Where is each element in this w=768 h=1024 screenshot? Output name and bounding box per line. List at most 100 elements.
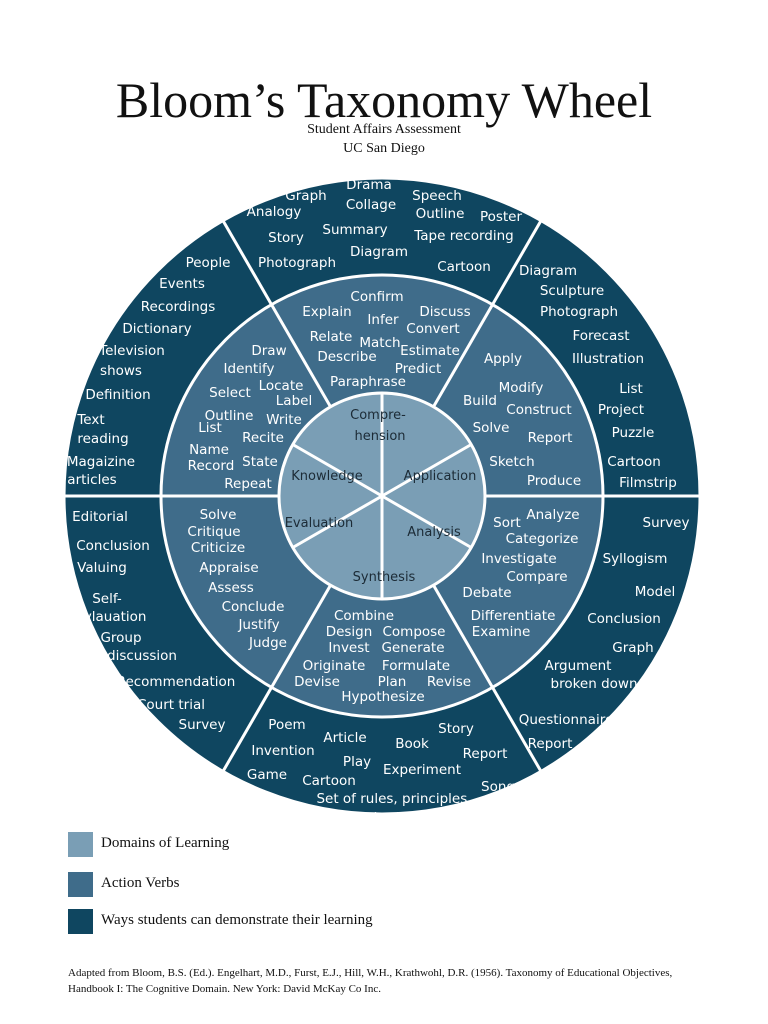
demonstration-analysis: Conclusion [587, 611, 661, 627]
legend-label-domains: Domains of Learning [101, 835, 230, 851]
middle-divider-3 [270, 584, 332, 689]
action-verb-comprehension: Confirm [350, 289, 403, 305]
action-verb-analysis: Categorize [506, 531, 579, 547]
action-verb-analysis: Compare [506, 569, 567, 585]
demonstration-knowledge: People [186, 255, 231, 271]
action-verb-knowledge: Record [188, 458, 235, 474]
action-verb-knowledge: Identify [224, 361, 275, 377]
action-verb-synthesis: Formulate [382, 658, 450, 674]
demonstration-analysis: Survey [643, 515, 690, 531]
demonstration-knowledge: reading [77, 431, 128, 447]
legend-swatch-action-verbs [68, 872, 93, 897]
action-verb-synthesis: Combine [334, 608, 394, 624]
action-verb-knowledge: Repeat [224, 476, 272, 492]
subtitle-institution: UC San Diego [343, 141, 425, 156]
demonstration-application: Photograph [540, 304, 618, 320]
demonstration-analysis: Questionnaire [519, 712, 614, 728]
demonstration-comprehension: Collage [346, 197, 396, 213]
demonstration-synthesis: Article [323, 730, 366, 746]
action-verb-knowledge: Draw [251, 343, 286, 359]
demonstration-evaluation: Self- [92, 591, 122, 607]
domain-label-comprehension: Compre- [350, 408, 406, 423]
action-verb-application: Apply [484, 351, 522, 367]
demonstration-application: Forecast [572, 328, 629, 344]
demonstration-synthesis: Report [463, 746, 508, 762]
domain-label-synthesis: Synthesis [353, 570, 416, 585]
action-verb-evaluation: Criticize [191, 540, 245, 556]
action-verb-comprehension: Explain [302, 304, 351, 320]
page-title: Bloom’s Taxonomy Wheel [115, 72, 653, 128]
domain-label-application: Application [404, 469, 477, 484]
action-verb-comprehension: Relate [310, 329, 353, 345]
demonstration-evaluation: Survey [179, 717, 226, 733]
action-verb-application: Sketch [489, 454, 534, 470]
middle-divider-2 [432, 584, 494, 689]
action-verb-synthesis: Invest [328, 640, 369, 656]
demonstration-comprehension: Tape recording [413, 228, 513, 244]
demonstration-evaluation: Valuing [77, 560, 127, 576]
action-verb-application: Construct [506, 402, 571, 418]
demonstration-application: Diagram [519, 263, 577, 279]
demonstration-comprehension: Poster [480, 209, 523, 225]
action-verb-knowledge: Label [276, 393, 312, 409]
action-verb-comprehension: Paraphrase [330, 374, 406, 390]
action-verb-analysis: Sort [493, 515, 521, 531]
demonstration-evaluation: evlauation [75, 609, 146, 625]
demonstration-analysis: broken down [551, 676, 638, 692]
action-verb-knowledge: Recite [242, 430, 284, 446]
action-verb-application: Modify [499, 380, 544, 396]
demonstration-comprehension: Photograph [258, 255, 336, 271]
action-verb-application: Solve [473, 420, 510, 436]
demonstration-analysis: Report [528, 736, 573, 752]
outer-divider-5 [491, 219, 543, 306]
action-verb-synthesis: Compose [382, 624, 445, 640]
legend-label-demonstrations: Ways students can demonstrate their lear… [101, 912, 373, 928]
demonstration-knowledge: Dictionary [122, 321, 191, 337]
demonstration-analysis: Model [635, 584, 676, 600]
action-verb-synthesis: Hypothesize [341, 689, 424, 705]
demonstration-synthesis: Song [481, 779, 515, 795]
demonstration-evaluation: discussion [107, 648, 177, 664]
domain-label-knowledge: Knowledge [291, 469, 362, 484]
action-verb-analysis: Examine [472, 624, 531, 640]
demonstration-analysis: Graph [612, 640, 653, 656]
demonstration-evaluation: Conclusion [76, 538, 150, 554]
demonstration-synthesis: Story [438, 721, 474, 737]
demonstration-synthesis: Set of rules, principles, [316, 791, 471, 807]
demonstration-application: Project [598, 402, 644, 418]
action-verb-evaluation: Solve [200, 507, 237, 523]
action-verb-analysis: Differentiate [471, 608, 556, 624]
demonstration-synthesis: Invention [251, 743, 314, 759]
action-verb-comprehension: Match [359, 335, 400, 351]
demonstration-comprehension: Analogy [247, 204, 302, 220]
domain-label-comprehension: hension [354, 429, 405, 444]
action-verb-comprehension: Infer [367, 312, 399, 328]
demonstration-comprehension: Drama [346, 177, 392, 193]
action-verb-analysis: Investigate [481, 551, 556, 567]
demonstration-analysis: Argument [545, 658, 612, 674]
action-verb-knowledge: Name [189, 442, 229, 458]
action-verb-evaluation: Conclude [222, 599, 285, 615]
demonstration-knowledge: Text [76, 412, 104, 428]
outer-divider-1 [491, 686, 543, 773]
demonstration-knowledge: shows [100, 363, 142, 379]
demonstration-knowledge: Definition [85, 387, 150, 403]
outer-divider-4 [221, 219, 273, 306]
action-verb-evaluation: Judge [248, 635, 287, 651]
action-verb-analysis: Debate [462, 585, 511, 601]
demonstration-evaluation: Group [100, 630, 141, 646]
demonstration-application: Puzzle [612, 425, 655, 441]
action-verb-synthesis: Revise [427, 674, 471, 690]
citation-footer: Adapted from Bloom, B.S. (Ed.). Engelhar… [68, 967, 673, 995]
demonstration-application: Cartoon [607, 454, 661, 470]
demonstration-synthesis: Experiment [383, 762, 461, 778]
demonstration-comprehension: Story [268, 230, 304, 246]
legend-swatch-demonstrations [68, 909, 93, 934]
action-verb-evaluation: Critique [187, 524, 240, 540]
action-verb-comprehension: Convert [406, 321, 459, 337]
middle-divider-0 [432, 303, 494, 408]
legend-label-action-verbs: Action Verbs [101, 875, 180, 891]
legend-swatch-domains [68, 832, 93, 857]
middle-divider-5 [270, 303, 332, 408]
demonstration-synthesis: Book [395, 736, 429, 752]
